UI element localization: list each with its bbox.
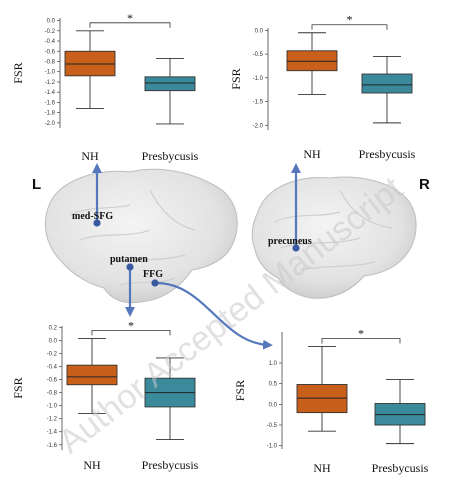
box-nh [64,50,116,77]
y-tick-label: -0.5 [267,423,278,429]
region-label-putamen: putamen [110,254,148,265]
significance-star: * [127,11,133,25]
y-tick-label: -0.2 [45,29,56,35]
y-tick-label: -1.4 [47,430,58,436]
region-dot-precuneus [292,244,300,252]
y-tick-label: -0.8 [47,391,58,397]
y-tick-label: -1.6 [45,100,56,106]
category-label: Presbycusis [142,149,199,163]
y-tick-label: -1.8 [45,111,56,117]
region-label-med-sfg: med-SFG [72,211,113,222]
box-nh [66,364,118,386]
y-tick-label: -1.0 [253,76,264,82]
significance-star: * [347,13,353,27]
category-label: NH [303,147,321,161]
significance-bracket [311,24,388,30]
category-label: NH [81,149,99,163]
right-hemisphere-brain [251,176,417,299]
left-hemisphere-brain [44,168,238,304]
significance-bracket [321,338,401,344]
y-tick-label: -1.0 [45,70,56,76]
category-label: NH [313,461,331,475]
region-markers [93,219,300,287]
y-tick-label: -1.0 [47,404,58,410]
y-tick-label: -0.6 [47,378,58,384]
y-tick-label: -2.0 [45,121,56,127]
y-tick-label: 0.0 [255,28,264,34]
boxplot-panel-med-sfg: -2.0 -1.8 -1.6 -1.4 -1.2 -1.0 -0.8 -0.6 -0.4 -0.2… [11,11,199,163]
region-label-ffg: FFG [143,269,163,280]
connection-arrows [92,163,301,350]
y-axis-label: FSR [11,377,25,398]
y-tick-label: -1.0 [267,444,278,450]
y-tick-label: -0.8 [45,59,56,65]
region-dot-ffg [151,279,159,287]
hemisphere-label-left: L [32,176,41,193]
y-tick-label: -0.4 [45,39,56,45]
y-tick-label: -0.4 [47,364,58,370]
category-label: Presbycusis [142,458,199,472]
region-label-precuneus: precuneus [268,236,312,247]
significance-bracket [91,330,171,336]
y-tick-label: 0.5 [269,382,278,388]
y-axis-label: FSR [233,380,247,401]
y-axis-label: FSR [11,62,25,83]
region-dot-med-sfg [93,219,101,227]
y-tick-label: -1.6 [47,443,58,449]
y-axis-label: FSR [229,68,243,89]
y-tick-label: -0.2 [47,351,58,357]
y-tick-label: -2.0 [253,123,264,129]
y-tick-label: -0.5 [253,52,264,58]
y-tick-label: 1.0 [269,361,278,367]
y-tick-label: 0.0 [49,338,58,344]
y-tick-label: -1.2 [45,80,56,86]
boxplot-panel-putamen: -1.6 -1.4 -1.2 -1.0 -0.8 -0.6 -0.4 -0.2 0.0 0.2FS… [11,318,199,472]
box-presbycusis [144,76,196,92]
category-label: NH [83,458,101,472]
y-tick-label: -1.5 [253,100,264,106]
category-label: Presbycusis [359,147,416,161]
y-tick-label: 0.2 [49,325,58,331]
category-label: Presbycusis [372,461,429,475]
y-tick-label: 0.0 [269,402,278,408]
y-tick-label: -1.2 [47,417,58,423]
arrow-ffg [154,281,273,350]
y-tick-label: -1.4 [45,90,56,96]
significance-star: * [128,318,134,332]
significance-star: * [358,326,364,340]
box-presbycusis [361,73,413,94]
y-tick-label: 0.0 [47,19,56,25]
y-tick-label: -0.6 [45,49,56,55]
significance-bracket [89,22,171,28]
hemisphere-label-right: R [419,176,430,193]
region-dot-putamen [126,263,134,271]
